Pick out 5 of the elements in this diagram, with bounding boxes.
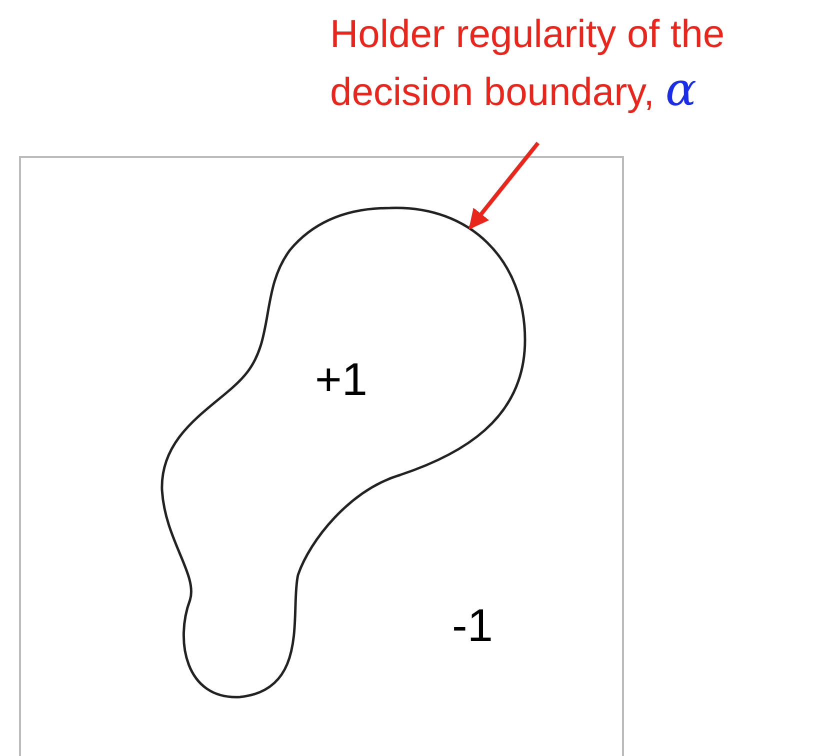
leader-arrow <box>468 142 540 230</box>
class-label: +1 <box>315 352 368 406</box>
annotation-text: Holder regularity of the decision boundary, α <box>330 8 820 120</box>
class-label: -1 <box>452 598 493 652</box>
decision-boundary-curve <box>160 206 526 698</box>
